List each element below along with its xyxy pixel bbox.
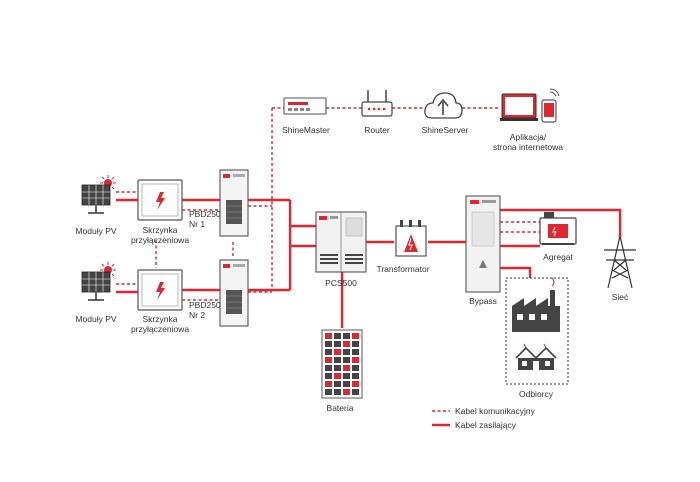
- pbd250-1-label-line1: PBD250: [189, 209, 221, 219]
- shinemaster-label: ShineMaster: [282, 125, 330, 135]
- combiner-box-1-label-line2: przyłączeniowa: [130, 235, 190, 245]
- battery-cell: [325, 373, 332, 379]
- battery-cell: [343, 381, 350, 387]
- laptop-phone-icon: [500, 88, 560, 123]
- transformer-label: Transformator: [376, 264, 430, 274]
- battery-cell: [352, 333, 359, 339]
- app-label-line2: strona internetowa: [493, 142, 563, 152]
- battery-cell: [325, 341, 332, 347]
- battery-cell: [334, 373, 341, 379]
- shinemaster-device: [283, 97, 327, 115]
- battery-cell: [352, 381, 359, 387]
- combiner-box-2-label: Skrzynka przyłączeniowa: [131, 314, 189, 334]
- battery-cell: [325, 333, 332, 339]
- pcs500-cabinet: [315, 211, 367, 273]
- battery-cell: [343, 333, 350, 339]
- pcs500-label: PCS500: [325, 278, 357, 288]
- shineserver-label: ShineServer: [421, 125, 469, 135]
- app-label: Aplikacja/ strona internetowa: [493, 132, 563, 152]
- app-label-line1: Aplikacja/: [509, 132, 547, 142]
- battery-cell: [334, 389, 341, 395]
- pbd250-cabinet-1: [219, 169, 249, 237]
- legend-power-label: Kabel zasilający: [455, 420, 516, 430]
- battery-cell: [352, 373, 359, 379]
- battery-cell: [343, 365, 350, 371]
- battery-cell: [343, 389, 350, 395]
- battery-cell: [352, 341, 359, 347]
- pbd250-1-label: PBD250 Nr 1: [189, 209, 221, 229]
- battery-cell: [325, 389, 332, 395]
- battery-label: Bateria: [326, 403, 354, 413]
- battery-cell: [352, 349, 359, 355]
- battery-cell: [325, 365, 332, 371]
- power-cables: [116, 198, 622, 328]
- transformer-icon: [395, 220, 427, 257]
- power-tower-icon: [604, 234, 636, 289]
- battery-cell: [334, 341, 341, 347]
- bypass-label: Bypass: [469, 296, 497, 306]
- cloud-upload-icon: [424, 92, 463, 119]
- legend-comm-label: Kabel komunikacyjny: [455, 406, 535, 416]
- pbd250-1-label-line2: Nr 1: [189, 219, 206, 229]
- combiner-box-2-label-line2: przyłączeniowa: [130, 324, 190, 334]
- router-label: Router: [364, 125, 390, 135]
- generator-label: Agregat: [543, 252, 573, 262]
- battery-cell: [325, 357, 332, 363]
- pv-module-1: [81, 175, 116, 214]
- combiner-box-2: [137, 269, 183, 311]
- pv-module-2-label: Moduły PV: [75, 314, 117, 324]
- battery-cell: [352, 365, 359, 371]
- battery-cell: [343, 341, 350, 347]
- battery-cell: [343, 357, 350, 363]
- pv-module-1-label: Moduły PV: [75, 226, 117, 236]
- battery-rack: [321, 329, 363, 399]
- battery-cell: [325, 381, 332, 387]
- battery-cell: [352, 357, 359, 363]
- pbd250-2-label-line2: Nr 2: [189, 310, 206, 320]
- battery-cell: [325, 349, 332, 355]
- loads-label: Odbiorcy: [518, 389, 554, 399]
- battery-cell: [334, 365, 341, 371]
- combiner-box-1: [137, 179, 183, 221]
- battery-cell: [352, 389, 359, 395]
- battery-cell: [334, 381, 341, 387]
- pbd250-2-label-line1: PBD250: [189, 300, 221, 310]
- battery-cell: [343, 373, 350, 379]
- generator-icon: [539, 212, 577, 245]
- battery-cell: [334, 357, 341, 363]
- grid-label: Sieć: [611, 292, 629, 302]
- combiner-box-1-label-line1: Skrzynka: [142, 225, 178, 235]
- pbd250-cabinet-2: [219, 259, 249, 327]
- bypass-cabinet: [465, 195, 501, 293]
- legend: [432, 410, 450, 427]
- battery-cell: [334, 333, 341, 339]
- combiner-box-1-label: Skrzynka przyłączeniowa: [131, 225, 189, 245]
- battery-cell: [334, 349, 341, 355]
- router-icon: [361, 90, 393, 117]
- combiner-box-2-label-line1: Skrzynka: [142, 314, 178, 324]
- battery-cell: [343, 349, 350, 355]
- houses-icon: [515, 343, 557, 370]
- factory-icon: [512, 277, 560, 332]
- pv-module-2: [81, 262, 116, 301]
- loads-group: [505, 277, 569, 385]
- pbd250-2-label: PBD250 Nr 2: [189, 300, 221, 320]
